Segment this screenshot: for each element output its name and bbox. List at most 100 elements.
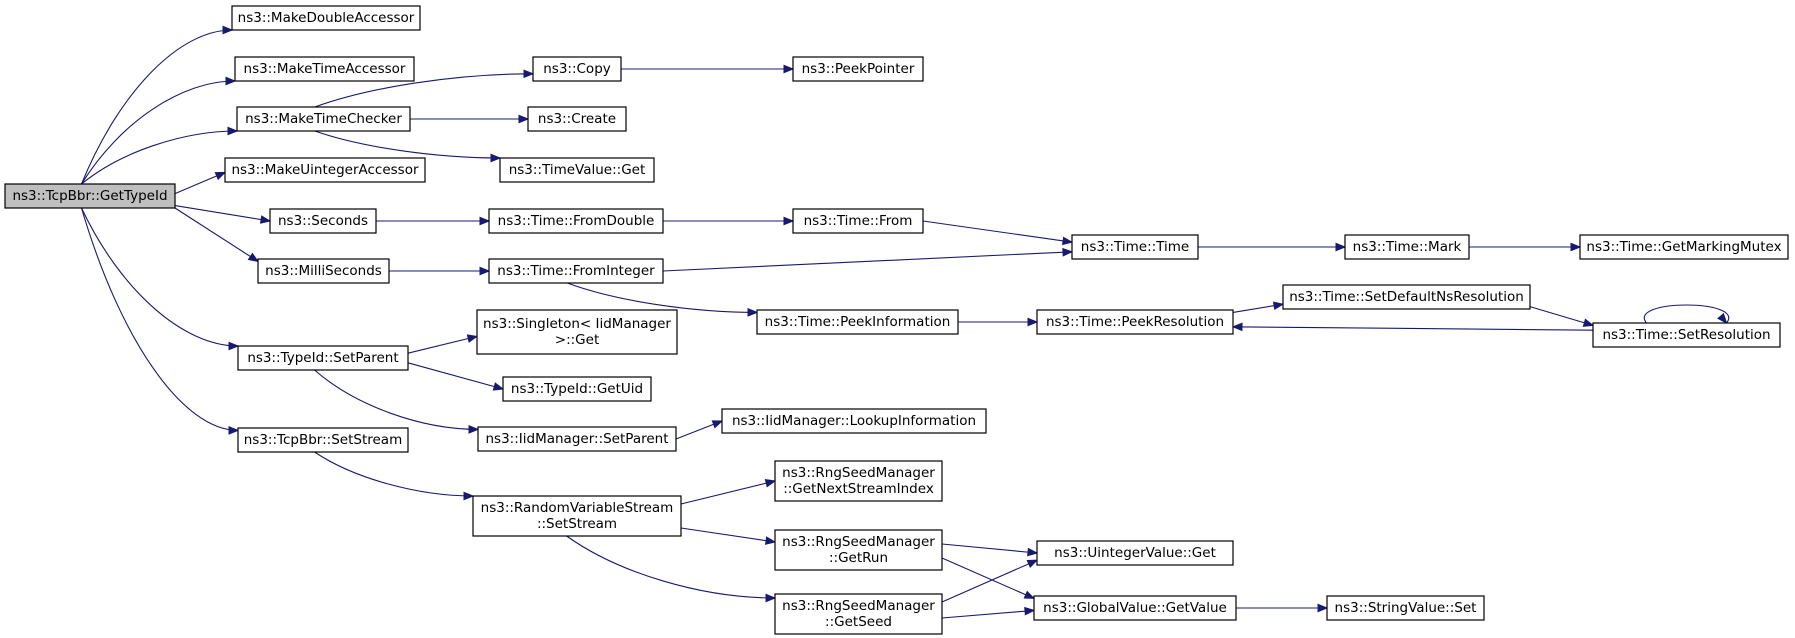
node-n8[interactable]: ns3::TcpBbr::SetStream — [237, 427, 409, 453]
node-n18[interactable]: ns3::Time::Mark — [1344, 234, 1470, 260]
edge-line — [566, 535, 776, 599]
edge-line — [680, 527, 776, 543]
node-n14[interactable]: ns3::Time::FromInteger — [488, 258, 664, 284]
node-box — [236, 106, 411, 132]
node-n24[interactable]: ns3::TypeId::GetUid — [502, 376, 652, 402]
edge-line — [941, 559, 1038, 603]
node-n23[interactable]: ns3::Singleton< IidManager >::Get — [476, 309, 678, 355]
node-n7[interactable]: ns3::TypeId::SetParent — [237, 345, 409, 371]
node-box — [1036, 309, 1234, 335]
edge-n15-to-n16 — [922, 220, 1074, 246]
node-box — [4, 183, 176, 209]
node-n30[interactable]: ns3::RngSeedManager::GetSeed — [774, 593, 943, 635]
edge-n17-to-n20 — [958, 317, 1039, 327]
node-label: ns3::RngSeedManager — [782, 465, 935, 481]
node-n28[interactable]: ns3::RngSeedManager::GetNextStreamIndex — [774, 460, 943, 502]
node-n21[interactable]: ns3::Time::SetDefaultNsResolution — [1282, 284, 1531, 310]
node-label: ns3::IidManager::SetParent — [486, 431, 669, 447]
edge-line — [407, 362, 504, 390]
edge-n0-to-n8 — [80, 207, 240, 435]
node-box — [1579, 234, 1789, 260]
edge-n27-to-n28 — [680, 479, 777, 505]
node-n31[interactable]: ns3::UintegerValue::Get — [1036, 540, 1234, 566]
arrowhead-icon — [1023, 590, 1036, 599]
node-n2[interactable]: ns3::MakeTimeAccessor — [234, 56, 415, 82]
node-n15[interactable]: ns3::Time::From — [792, 208, 924, 234]
node-box — [1344, 234, 1470, 260]
edge-line — [81, 80, 236, 185]
node-box — [224, 157, 426, 183]
node-n11[interactable]: ns3::TimeValue::Get — [499, 157, 655, 183]
node-label: ns3::Copy — [543, 61, 611, 77]
node-label: ns3::RandomVariableStream — [481, 500, 674, 516]
edges-layer — [80, 25, 1730, 619]
edge-n29-to-n32 — [941, 557, 1036, 599]
node-n9[interactable]: ns3::Copy — [532, 56, 622, 82]
edge-line — [680, 480, 776, 505]
node-n1[interactable]: ns3::MakeDoubleAccessor — [231, 5, 421, 31]
arrowhead-icon — [214, 171, 227, 181]
edge-n13-to-n15 — [663, 216, 795, 226]
node-label: ns3::TcpBbr::SetStream — [244, 432, 402, 448]
node-n22[interactable]: ns3::Time::SetResolution — [1592, 322, 1781, 348]
node-box — [1033, 595, 1237, 621]
arrowhead-icon — [711, 420, 724, 429]
node-n17[interactable]: ns3::Time::PeekInformation — [756, 309, 959, 335]
node-n33[interactable]: ns3::StringValue::Set — [1326, 595, 1485, 621]
edge-n0-to-n7 — [81, 207, 240, 351]
node-label: ns3::TypeId::SetParent — [247, 350, 398, 366]
arrowhead-icon — [1024, 606, 1036, 616]
node-box — [269, 208, 377, 234]
node-label: ns3::Time::PeekResolution — [1046, 314, 1224, 330]
node-n16[interactable]: ns3::Time::Time — [1071, 234, 1199, 260]
node-label: ns3::Time::FromDouble — [498, 213, 655, 229]
node-label: ::GetRun — [829, 550, 888, 566]
edge-n7-to-n24 — [407, 362, 505, 391]
node-n4[interactable]: ns3::MakeUintegerAccessor — [224, 157, 426, 183]
node-label: ns3::UintegerValue::Get — [1054, 545, 1216, 561]
node-n29[interactable]: ns3::RngSeedManager::GetRun — [774, 529, 943, 571]
arrowhead-icon — [222, 25, 234, 35]
arrowhead-icon — [1026, 559, 1039, 568]
node-n0[interactable]: ns3::TcpBbr::GetTypeId — [4, 183, 176, 209]
node-label: ns3::MakeUintegerAccessor — [231, 162, 419, 178]
edge-line — [567, 282, 758, 313]
node-n6[interactable]: ns3::MilliSeconds — [257, 258, 390, 284]
arrowhead-icon — [228, 426, 240, 435]
edge-n8-to-n27 — [314, 451, 475, 501]
edge-n29-to-n31 — [941, 543, 1039, 557]
node-n27[interactable]: ns3::RandomVariableStream::SetStream — [472, 495, 682, 537]
node-n5[interactable]: ns3::Seconds — [269, 208, 377, 234]
node-n25[interactable]: ns3::IidManager::SetParent — [477, 426, 677, 452]
node-box — [1326, 595, 1485, 621]
node-label: ns3::TypeId::GetUid — [511, 381, 643, 397]
arrowhead-icon — [1272, 301, 1285, 311]
node-label: ns3::Time::PeekInformation — [765, 314, 951, 330]
node-n10[interactable]: ns3::Create — [527, 106, 627, 132]
node-box — [237, 345, 409, 371]
arrowhead-icon — [1027, 317, 1039, 327]
edge-line — [407, 335, 478, 354]
arrowhead-icon — [463, 491, 475, 501]
node-box — [527, 106, 627, 132]
node-n20[interactable]: ns3::Time::PeekResolution — [1036, 309, 1234, 335]
edge-n14-to-n17 — [567, 282, 759, 317]
node-n13[interactable]: ns3::Time::FromDouble — [488, 208, 664, 234]
arrowhead-icon — [1335, 242, 1347, 252]
node-box — [488, 208, 664, 234]
node-n3[interactable]: ns3::MakeTimeChecker — [236, 106, 411, 132]
node-n19[interactable]: ns3::Time::GetMarkingMutex — [1579, 234, 1789, 260]
edge-line — [174, 205, 271, 222]
arrowhead-icon — [490, 153, 502, 163]
node-box — [756, 309, 959, 335]
edge-n14-to-n16 — [662, 247, 1074, 272]
edge-n3-to-n9 — [314, 69, 535, 108]
arrowhead-icon — [1027, 547, 1039, 557]
edge-n21-to-n22 — [1529, 306, 1595, 327]
arrowhead-icon — [1231, 322, 1243, 332]
node-box — [499, 157, 655, 183]
edge-line — [314, 451, 474, 497]
node-n12[interactable]: ns3::PeekPointer — [792, 56, 924, 82]
node-n26[interactable]: ns3::IidManager::LookupInformation — [721, 408, 987, 434]
node-n32[interactable]: ns3::GlobalValue::GetValue — [1033, 595, 1237, 621]
